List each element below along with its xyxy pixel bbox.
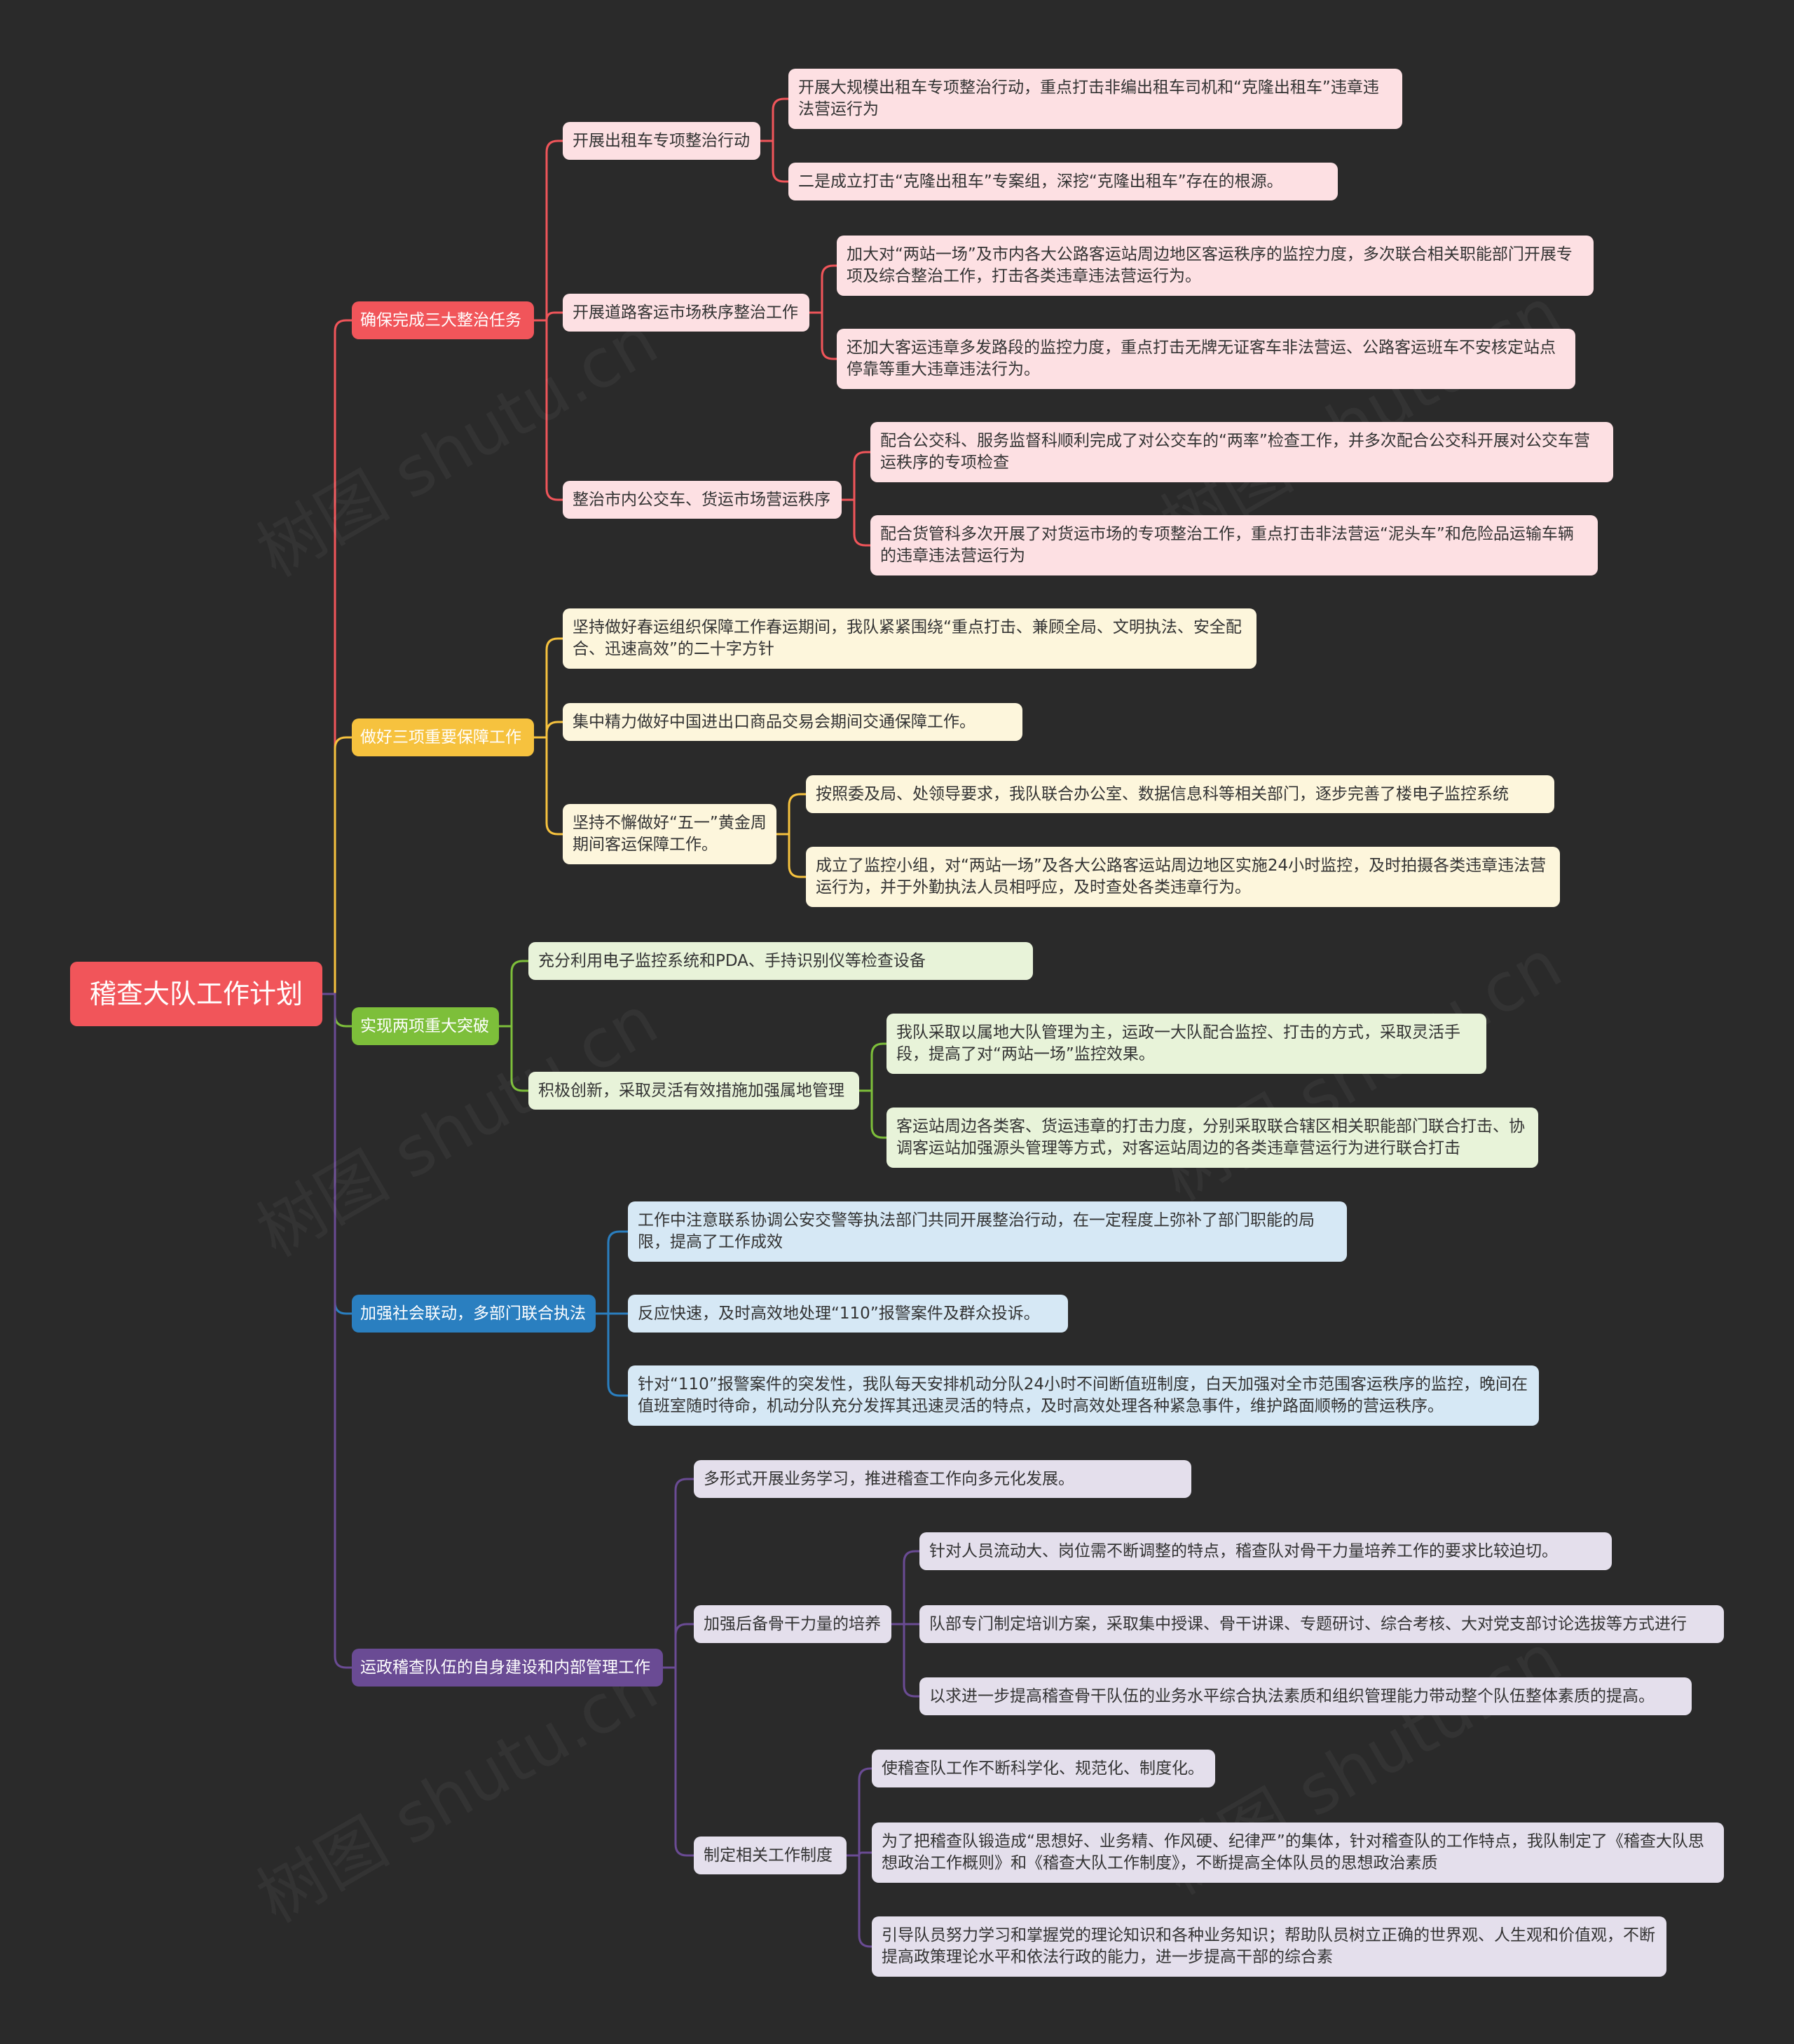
connector-b1c1b — [760, 139, 788, 183]
topic-node[interactable]: 开展道路客运市场秩序整治工作 — [563, 294, 809, 332]
connector-b4 — [322, 993, 352, 1315]
connector-b4c1 — [596, 1230, 628, 1315]
connector-b5c2 — [663, 1623, 694, 1669]
connector-b1c1a — [760, 97, 788, 142]
branch-node-1[interactable]: 确保完成三大整治任务 — [352, 301, 534, 339]
subtopic-node[interactable]: 配合公交科、服务监督科顺利完成了对公交车的“两率”检查工作，并多次配合公交科开展… — [870, 422, 1613, 482]
topic-node[interactable]: 整治市内公交车、货运市场营运秩序 — [563, 481, 842, 519]
connector-b2c3 — [534, 736, 563, 836]
connector-b1c2 — [534, 311, 563, 322]
subtopic-node[interactable]: 配合货管科多次开展了对货运市场的专项整治工作，重点打击非法营运“泥头车”和危险品… — [870, 515, 1598, 575]
topic-node[interactable]: 积极创新，采取灵活有效措施加强属地管理 — [528, 1072, 859, 1110]
topic-node[interactable]: 反应快速，及时高效地处理“110”报警案件及群众投诉。 — [628, 1295, 1068, 1333]
subtopic-node[interactable]: 使稽查队工作不断科学化、规范化、制度化。 — [872, 1750, 1215, 1787]
connector-b3c1 — [499, 960, 528, 1028]
connector-b2c1 — [534, 637, 563, 739]
topic-node[interactable]: 针对“110”报警案件的突发性，我队每天安排机动分队24小时不间断值班制度，白天… — [628, 1365, 1539, 1426]
topic-node[interactable]: 工作中注意联系协调公安交警等执法部门共同开展整治行动，在一定程度上弥补了部门职能… — [628, 1201, 1347, 1262]
subtopic-node[interactable]: 以求进一步提高稽查骨干队伍的业务水平综合执法素质和组织管理能力带动整个队伍整体素… — [919, 1677, 1692, 1715]
connector-b1 — [322, 319, 352, 995]
connector-b5c3 — [663, 1666, 694, 1857]
connector-b5c2c — [891, 1623, 919, 1698]
connector-b2 — [322, 736, 352, 995]
subtopic-node[interactable]: 成立了监控小组，对“两站一场”及各大公路客运站周边地区实施24小时监控，及时拍摄… — [806, 847, 1560, 907]
subtopic-node[interactable]: 我队采取以属地大队管理为主，运政一大队配合监控、打击的方式，采取灵活手段，提高了… — [886, 1014, 1486, 1074]
subtopic-node[interactable]: 针对人员流动大、岗位需不断调整的特点，稽查队对骨干力量培养工作的要求比较迫切。 — [919, 1532, 1612, 1570]
subtopic-node[interactable]: 按照委及局、处领导要求，我队联合办公室、数据信息科等相关部门，逐步完善了楼电子监… — [806, 775, 1554, 813]
connector-b5c1 — [663, 1478, 694, 1669]
subtopic-node[interactable]: 加大对“两站一场”及市内各大公路客运站周边地区客运秩序的监控力度，多次联合相关职… — [837, 236, 1594, 296]
connector-b1c3a — [842, 451, 870, 501]
connector-b3c2 — [499, 1025, 528, 1092]
topic-node[interactable]: 坚持不懈做好“五一”黄金周期间客运保障工作。 — [563, 804, 776, 864]
connector-b2c3a — [776, 793, 806, 836]
connector-b1c1 — [534, 139, 563, 322]
connector-b3c2a — [859, 1042, 886, 1092]
connector-b3c2b — [859, 1089, 886, 1139]
branch-node-3[interactable]: 实现两项重大突破 — [352, 1007, 499, 1045]
subtopic-node[interactable]: 还加大客运违章多发路段的监控力度，重点打击无牌无证客车非法营运、公路客运班车不安… — [837, 329, 1575, 389]
topic-node[interactable]: 开展出租车专项整治行动 — [563, 122, 760, 160]
subtopic-node[interactable]: 客运站周边各类客、货运违章的打击力度，分别采取联合辖区相关职能部门联合打击、协调… — [886, 1108, 1538, 1168]
connector-b4c3 — [596, 1312, 628, 1397]
connector-b2c2 — [534, 721, 563, 739]
connector-b1c3 — [534, 319, 563, 501]
topic-node[interactable]: 集中精力做好中国进出口商品交易会期间交通保障工作。 — [563, 703, 1022, 741]
connector-b3 — [322, 993, 352, 1028]
connector-b5c2a — [891, 1550, 919, 1626]
connector-b1c2a — [809, 264, 837, 314]
connector-b1c3b — [842, 498, 870, 547]
branch-node-4[interactable]: 加强社会联动，多部门联合执法 — [352, 1295, 596, 1333]
connector-b5c3a — [847, 1767, 872, 1857]
topic-node[interactable]: 加强后备骨干力量的培养 — [694, 1605, 891, 1643]
subtopic-node[interactable]: 引导队员努力学习和掌握党的理论知识和各种业务知识；帮助队员树立正确的世界观、人生… — [872, 1916, 1666, 1977]
subtopic-node[interactable]: 二是成立打击“克隆出租车”专案组，深挖“克隆出租车”存在的根源。 — [788, 163, 1338, 200]
subtopic-node[interactable]: 开展大规模出租车专项整治行动，重点打击非编出租车司机和“克隆出租车”违章违法营运… — [788, 69, 1402, 129]
branch-node-2[interactable]: 做好三项重要保障工作 — [352, 718, 534, 756]
connector-b2c3b — [776, 833, 806, 878]
branch-node-5[interactable]: 运政稽查队伍的自身建设和内部管理工作 — [352, 1649, 663, 1687]
connector-b5c3c — [847, 1854, 872, 1948]
topic-node[interactable]: 充分利用电子监控系统和PDA、手持识别仪等检查设备 — [528, 942, 1033, 980]
topic-node[interactable]: 坚持做好春运组织保障工作春运期间，我队紧紧围绕“重点打击、兼顾全局、文明执法、安… — [563, 608, 1257, 669]
topic-node[interactable]: 制定相关工作制度 — [694, 1837, 847, 1874]
subtopic-node[interactable]: 为了把稽查队锻造成“思想好、业务精、作风硬、纪律严”的集体，针对稽查队的工作特点… — [872, 1822, 1724, 1883]
connector-b1c2b — [809, 311, 837, 360]
topic-node[interactable]: 多形式开展业务学习，推进稽查工作向多元化发展。 — [694, 1460, 1191, 1498]
subtopic-node[interactable]: 队部专门制定培训方案，采取集中授课、骨干讲课、专题研讨、综合考核、大对党支部讨论… — [919, 1605, 1724, 1643]
root-node[interactable]: 稽查大队工作计划 — [70, 962, 322, 1026]
connector-b5 — [322, 993, 352, 1669]
